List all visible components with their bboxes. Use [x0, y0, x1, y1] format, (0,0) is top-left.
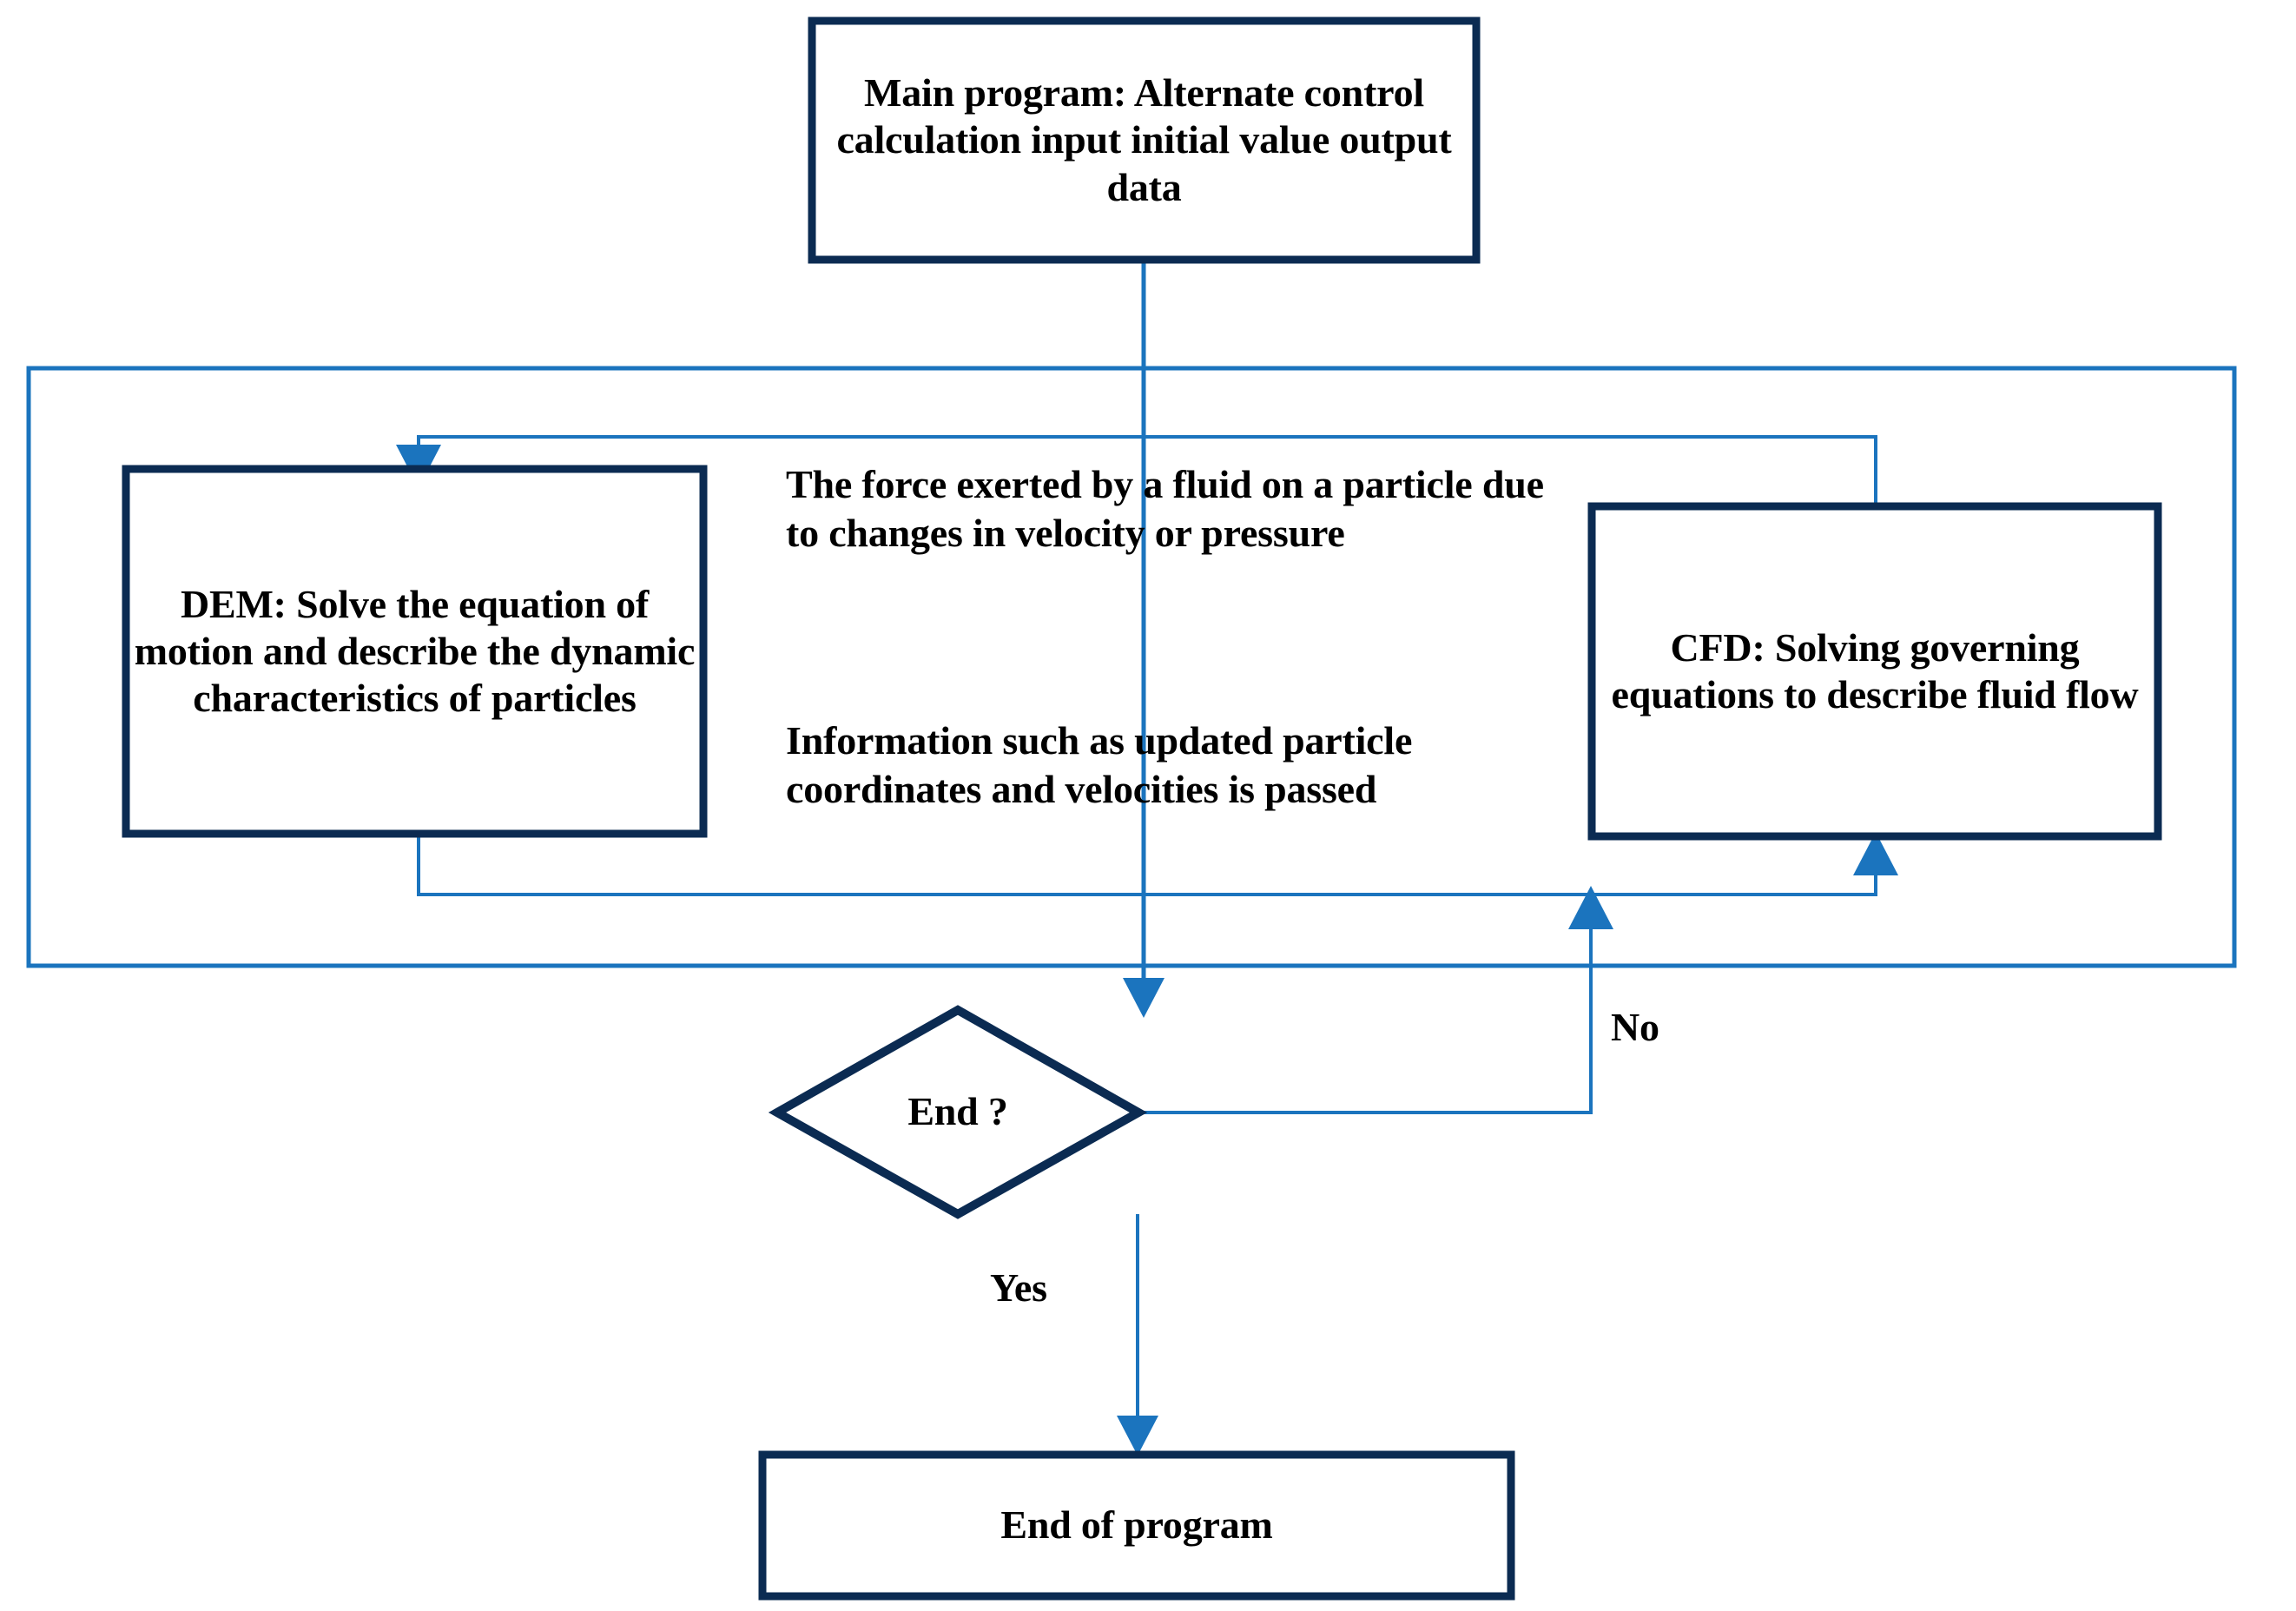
edge-label-yes: Yes: [990, 1265, 1047, 1310]
node-dem[interactable]: [122, 465, 708, 838]
edge-dem-to-cfd: [417, 832, 1898, 896]
node-decision-end[interactable]: [768, 1005, 1148, 1219]
force-annotation: The force exerted by a fluid on a partic…: [786, 462, 1544, 556]
node-main-program[interactable]: [808, 17, 1481, 264]
edge-no-branch: [1138, 886, 1613, 1114]
node-cfd[interactable]: [1587, 502, 2162, 841]
info-annotation: Information such as updated particle coo…: [786, 718, 1413, 812]
outer-loop-path: [26, 366, 2237, 968]
edge-yes-branch: [1117, 1214, 1158, 1456]
node-end-of-program[interactable]: [758, 1450, 1515, 1601]
edge-main-to-decision: [1123, 260, 1164, 1018]
edge-label-no: No: [1611, 1005, 1659, 1049]
